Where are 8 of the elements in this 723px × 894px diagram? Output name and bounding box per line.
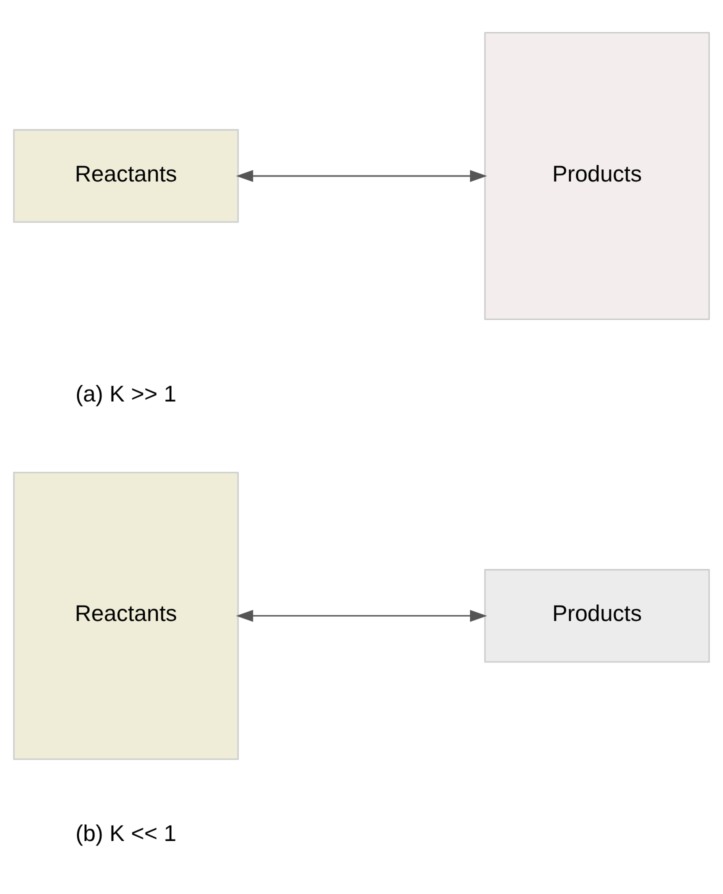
arrow (236, 610, 488, 622)
node-box: Reactants (13, 129, 239, 223)
arrow (236, 170, 488, 182)
label: (a) K >> 1 (76, 380, 176, 406)
node-box: Reactants (13, 472, 239, 760)
node-box: Products (484, 32, 710, 320)
node-box: Products (484, 569, 710, 663)
label: (b) K << 1 (76, 820, 176, 846)
